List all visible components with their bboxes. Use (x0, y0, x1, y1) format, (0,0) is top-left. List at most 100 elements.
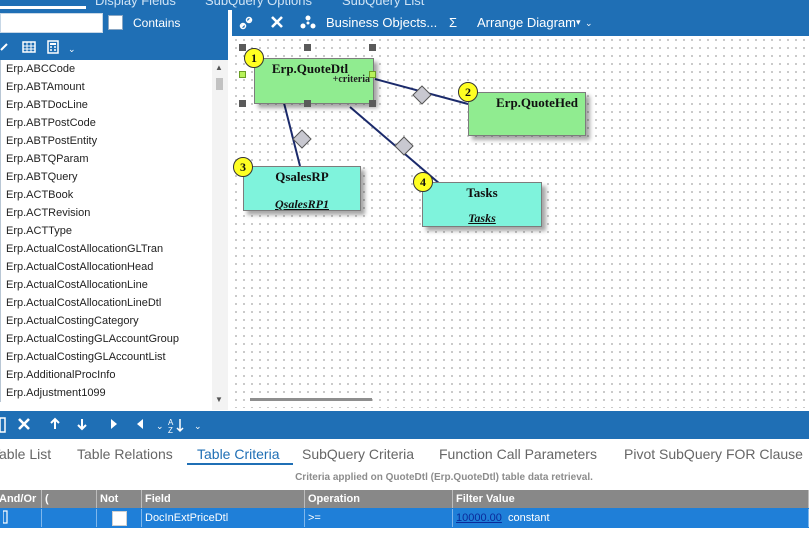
table-row[interactable]: DocInExtPriceDtl >= 10000.00 constant (0, 508, 809, 528)
query-diagram-canvas[interactable]: Erp.QuoteDtl +criteria 1 Erp.QuoteHed 2 … (232, 36, 809, 408)
tab-subquery-criteria[interactable]: SubQuery Criteria (302, 446, 415, 462)
tab-subquery-list[interactable]: SubQuery List (342, 0, 425, 8)
scroll-thumb[interactable] (250, 398, 372, 401)
filter-value-type: constant (507, 512, 550, 524)
column-header-and-or[interactable]: And/Or (0, 490, 42, 508)
filter-value-cell[interactable]: 10000.00 constant (453, 509, 809, 527)
node-number-badge: 3 (233, 157, 253, 177)
link-icon[interactable] (238, 15, 254, 34)
search-bar: Contains (0, 10, 228, 36)
business-objects-button[interactable]: Business Objects... (326, 15, 438, 30)
chevron-down-icon[interactable]: ⌄ (156, 421, 164, 431)
resize-handle[interactable] (369, 71, 376, 78)
arrow-left-icon[interactable] (136, 417, 144, 434)
list-item[interactable]: Erp.ABTAmount (0, 78, 212, 96)
node-title: Erp.QuoteHed (496, 95, 578, 110)
resize-handle[interactable] (239, 100, 246, 107)
svg-text:Z: Z (168, 426, 173, 433)
and-or-cell[interactable] (0, 509, 42, 527)
list-item[interactable]: Erp.ABTQParam (0, 150, 212, 168)
new-icon[interactable] (0, 417, 6, 436)
list-item[interactable]: Erp.ActualCostingCategory (0, 312, 212, 330)
move-down-icon[interactable] (77, 417, 87, 434)
table-node-quotehed[interactable]: Erp.QuoteHed (468, 92, 586, 136)
arrange-diagram-button[interactable]: Arrange Diagram▾ (477, 15, 581, 30)
link-icon[interactable] (0, 40, 10, 57)
scroll-down-icon[interactable]: ▼ (215, 395, 223, 404)
resize-handle[interactable] (304, 100, 311, 107)
list-item[interactable]: Erp.Adjustment1099 (0, 384, 212, 402)
operation-cell[interactable]: >= (305, 509, 453, 527)
list-item[interactable]: Erp.ABTPostCode (0, 114, 212, 132)
tab-table-list[interactable]: Table List (0, 446, 52, 462)
tab-table-criteria[interactable]: Table Criteria (197, 446, 280, 462)
delete-icon[interactable] (270, 15, 284, 32)
list-item[interactable]: Erp.ActualCostAllocationLine (0, 276, 212, 294)
list-item[interactable]: Erp.ABTQuery (0, 168, 212, 186)
list-item[interactable]: Erp.ActualCostAllocationHead (0, 258, 212, 276)
sigma-icon[interactable]: Σ (449, 15, 458, 30)
list-item[interactable]: Erp.ActualCostAllocationGLTran (0, 240, 212, 258)
not-cell[interactable] (97, 509, 142, 527)
horizontal-scrollbar[interactable] (232, 390, 809, 408)
arrow-right-icon[interactable] (110, 417, 118, 434)
column-header-filter-value[interactable]: Filter Value (453, 490, 809, 508)
list-item[interactable]: Erp.ActualCostAllocationLineDtl (0, 294, 212, 312)
chevron-down-icon[interactable]: ⌄ (194, 421, 202, 431)
table-node-quotedtl[interactable]: Erp.QuoteDtl +criteria (254, 58, 374, 104)
dropdown-icon[interactable]: ⌄ (68, 44, 76, 54)
list-item[interactable]: Erp.ABTDocLine (0, 96, 212, 114)
delete-icon[interactable] (17, 417, 31, 434)
scroll-up-icon[interactable]: ▲ (215, 63, 223, 72)
column-header-not[interactable]: Not (97, 490, 142, 508)
search-input[interactable] (0, 13, 103, 33)
list-item[interactable]: Erp.ABTPostEntity (0, 132, 212, 150)
resize-handle[interactable] (369, 100, 376, 107)
active-tab-indicator (187, 463, 293, 465)
scroll-thumb[interactable] (216, 78, 223, 90)
filter-value-link[interactable]: 10000.00 (456, 512, 502, 524)
business-objects-icon[interactable] (300, 15, 316, 34)
list-item[interactable]: Erp.ABCCode (0, 60, 212, 78)
grid-icon[interactable] (22, 40, 36, 57)
tab-function-call-parameters[interactable]: Function Call Parameters (439, 446, 597, 462)
not-checkbox[interactable] (112, 511, 127, 526)
vertical-scrollbar[interactable]: ▲ ▼ (212, 60, 228, 410)
column-header-field[interactable]: Field (142, 490, 305, 508)
resize-handle[interactable] (239, 44, 246, 51)
subquery-node-qsalesrp[interactable]: QsalesRP QsalesRP1 (243, 166, 361, 211)
field-cell[interactable]: DocInExtPriceDtl (142, 509, 305, 527)
paren-cell[interactable] (42, 509, 97, 527)
chevron-down-icon[interactable]: ⌄ (585, 18, 593, 28)
calculator-icon[interactable] (46, 40, 60, 57)
column-header-operation[interactable]: Operation (305, 490, 453, 508)
tab-pivot-subquery[interactable]: Pivot SubQuery FOR Clause (624, 446, 803, 462)
tab-display-fields[interactable]: Display Fields (95, 0, 176, 8)
criteria-grid-header: And/Or ( Not Field Operation Filter Valu… (0, 490, 809, 508)
list-item[interactable]: Erp.ACTType (0, 222, 212, 240)
column-header-paren[interactable]: ( (42, 490, 97, 508)
list-item[interactable]: Erp.ActualCostingGLAccountList (0, 348, 212, 366)
node-title: Tasks (466, 185, 498, 200)
resize-handle[interactable] (369, 44, 376, 51)
subquery-node-tasks[interactable]: Tasks Tasks (422, 182, 542, 227)
list-item[interactable]: Erp.ACTBook (0, 186, 212, 204)
list-item[interactable]: Erp.ActualCostingGLAccountGroup (0, 330, 212, 348)
node-alias: QsalesRP1 (275, 197, 329, 211)
node-alias: Tasks (468, 211, 496, 225)
list-item[interactable]: Erp.ACTRevision (0, 204, 212, 222)
resize-handle[interactable] (304, 44, 311, 51)
top-tab-strip: Display Fields SubQuery Options SubQuery… (0, 0, 809, 10)
list-item[interactable]: Erp.AdditionalProcInfo (0, 366, 212, 384)
table-list-toolbar: ⌄ (0, 36, 228, 60)
resize-handle[interactable] (239, 71, 246, 78)
contains-checkbox[interactable] (108, 15, 123, 30)
node-title: Erp.QuoteDtl (271, 61, 349, 76)
node-number-badge: 4 (413, 172, 433, 192)
tab-subquery-options[interactable]: SubQuery Options (205, 0, 312, 8)
tab-table-relations[interactable]: Table Relations (77, 446, 173, 462)
move-up-icon[interactable] (50, 417, 60, 434)
